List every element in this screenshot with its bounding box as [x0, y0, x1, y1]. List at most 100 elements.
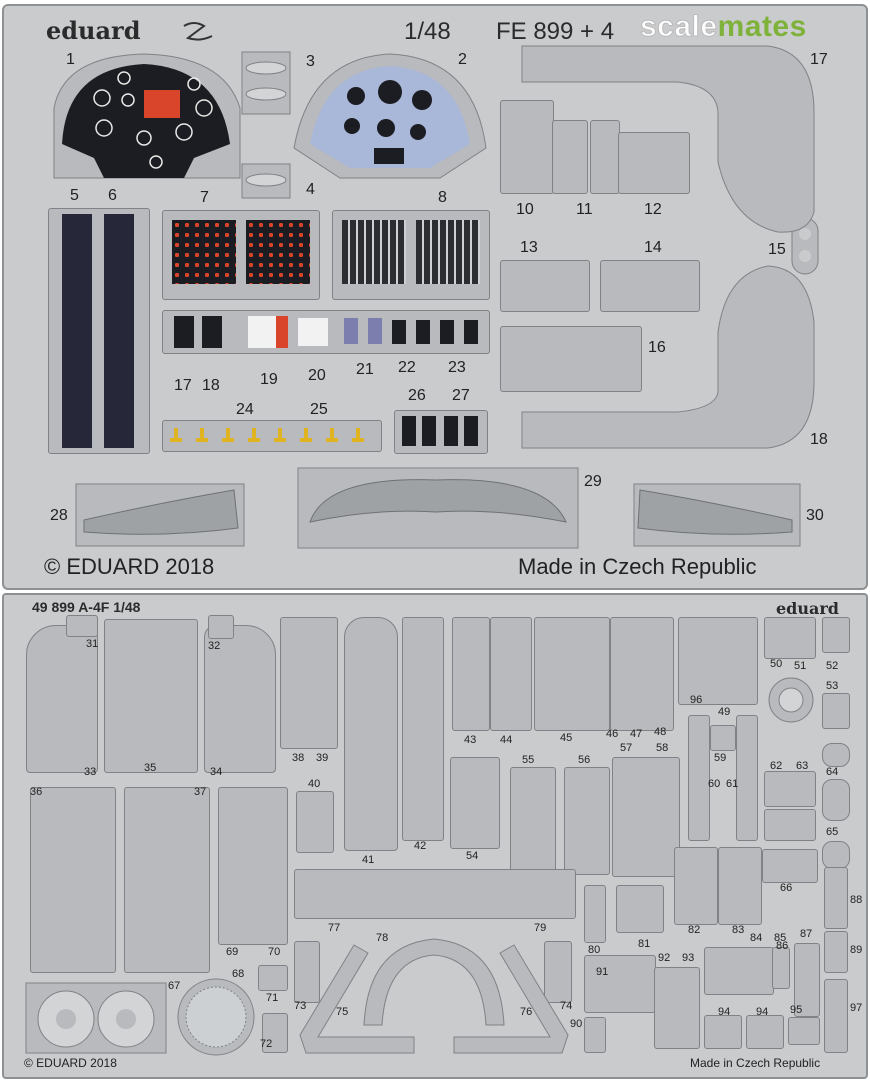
part-label-70: 70: [268, 946, 281, 958]
part-95: [788, 1017, 820, 1045]
part-label-3b: 4: [306, 181, 315, 198]
zoom-logo-icon: [183, 22, 213, 41]
part-97: [824, 979, 848, 1053]
part-label-17: 17: [174, 377, 192, 394]
part-52: [822, 617, 850, 653]
part-12: [600, 260, 700, 312]
part-72: [262, 1013, 288, 1053]
part-label-31: 31: [86, 638, 99, 650]
part-label-9: 11: [576, 201, 593, 218]
part-53: [822, 693, 850, 729]
part-label-88: 88: [850, 894, 863, 906]
origin-upper: Made in Czech Republic: [518, 554, 757, 579]
part-label-54: 54: [466, 850, 479, 862]
part-7-panel-left: [342, 220, 406, 284]
part-label-58: 58: [656, 742, 669, 754]
part-label-53: 53: [826, 680, 839, 692]
parts-49: [678, 617, 758, 705]
part-label-42: 42: [414, 840, 427, 852]
watermark: scalemates: [640, 10, 807, 44]
parts-69-70: [218, 787, 288, 945]
part-label-21: 21: [356, 361, 374, 378]
part-65b: [822, 841, 850, 869]
part-54: [450, 757, 500, 849]
part-label-16: 18: [810, 431, 828, 448]
part-label-73: 73: [294, 1000, 307, 1012]
part-45: [534, 617, 610, 731]
part-label-85: 85: [774, 932, 787, 944]
part-label-78: 78: [376, 932, 389, 944]
part-22-panel-b: [416, 320, 430, 344]
part-label-23: 23: [448, 359, 466, 376]
part-label-44: 44: [500, 734, 513, 746]
part-label-18: 18: [202, 377, 220, 394]
part-3-clip-lower: [241, 163, 291, 199]
part-label-95: 95: [790, 1004, 803, 1016]
part-label-22: 22: [398, 359, 416, 376]
part-42: [402, 617, 444, 841]
part-label-63: 63: [796, 760, 809, 772]
part-23-panel-b: [464, 320, 478, 344]
part-label-75: 75: [336, 1006, 349, 1018]
part-label-12: 14: [644, 239, 662, 256]
part-label-59: 59: [714, 752, 727, 764]
part-26-panel-b: [422, 416, 436, 446]
parts-62-63-lower: [764, 809, 816, 841]
part-4-side-console: [62, 214, 92, 448]
part-7-panel-right: [416, 220, 480, 284]
part-32: [208, 615, 234, 639]
part-label-57: 57: [620, 742, 633, 754]
part-label-71: 71: [266, 992, 279, 1004]
part-73: [294, 941, 320, 1003]
part-label-94b: 94: [756, 1006, 769, 1018]
part-label-45: 45: [560, 732, 573, 744]
part-94a: [704, 1015, 742, 1049]
part-35: [104, 619, 198, 773]
part-label-81: 81: [638, 938, 651, 950]
part-9a: [552, 120, 588, 194]
part-14: [500, 326, 642, 392]
part-20-placard: [298, 318, 328, 346]
part-label-52: 52: [826, 660, 839, 672]
part-label-26: 26: [408, 387, 426, 404]
part-label-34: 34: [210, 766, 223, 778]
part-31: [66, 615, 98, 637]
part-label-87: 87: [800, 928, 813, 940]
part-88: [824, 867, 848, 929]
part-label-91: 91: [596, 966, 609, 978]
part-44: [490, 617, 532, 731]
part-3-clip-upper: [241, 51, 291, 115]
part-68: [177, 978, 255, 1056]
part-label-47: 47: [630, 728, 643, 740]
parts-24-25-strip: [162, 420, 382, 452]
copyright-lower: © EDUARD 2018: [24, 1056, 117, 1070]
part-label-69: 69: [226, 946, 239, 958]
part-51: [768, 677, 814, 723]
lower-fret-sheet: 49 899 A-4F 1/48 eduard 31 32 33 34 35 3…: [2, 593, 868, 1079]
part-label-8: 10: [516, 201, 534, 218]
part-label-35: 35: [144, 762, 157, 774]
set-code-text: FE 899 + 4: [496, 18, 615, 45]
part-label-56: 56: [578, 754, 591, 766]
part-6-panel-right: [246, 220, 310, 284]
part-8: [500, 100, 554, 194]
part-17-panel: [174, 316, 194, 348]
part-label-51: 51: [794, 660, 807, 672]
part-71: [258, 965, 288, 991]
part-5-side-console: [104, 214, 134, 448]
part-label-7: 8: [438, 189, 447, 206]
part-label-27: 27: [452, 387, 470, 404]
part-label-90: 90: [570, 1018, 583, 1030]
part-29-mesh: [297, 467, 579, 549]
part-21-panel-a: [344, 318, 358, 344]
part-64: [822, 743, 850, 767]
part-label-86: 86: [776, 940, 789, 952]
part-label-65: 65: [826, 826, 839, 838]
parts-62-63: [764, 771, 816, 807]
part-34: [204, 625, 276, 773]
part-label-20: 20: [308, 367, 326, 384]
part-55: [510, 767, 556, 875]
part-74: [544, 941, 572, 1003]
part-60: [688, 715, 710, 841]
part-label-41: 41: [362, 854, 375, 866]
